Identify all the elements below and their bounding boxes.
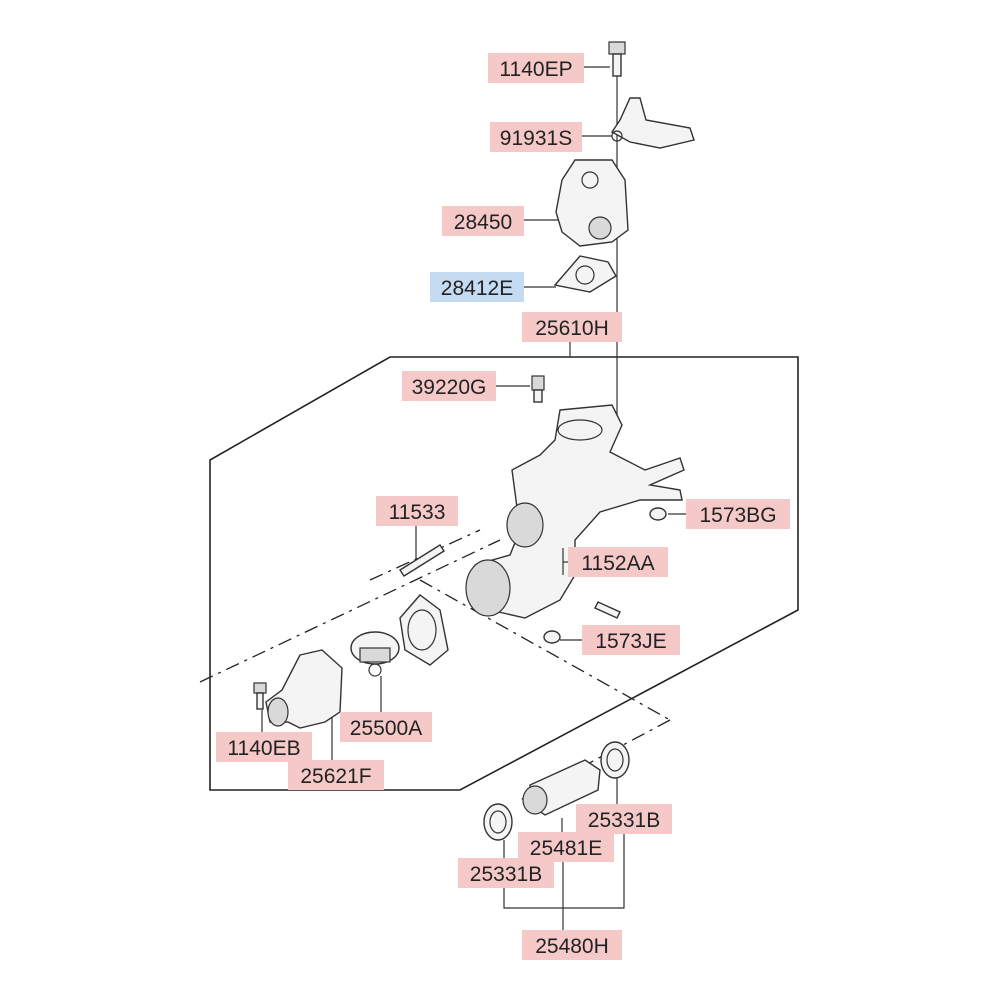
label-bg [522,312,622,342]
label-1152AA[interactable]: 1152AA [568,547,668,577]
label-text: 25331B [588,809,660,832]
label-25481E[interactable]: 25481E [518,832,614,862]
label-bg [340,712,432,742]
housing-28450-icon [555,159,629,247]
fitting-25621F-icon [265,649,343,729]
label-bg [288,760,384,790]
label-bg [576,804,672,834]
label-text: 25481E [530,837,602,860]
thermostat-25500A-icon [350,631,400,677]
label-bg [686,499,790,529]
label-bg [458,858,554,888]
label-25610H[interactable]: 25610H [522,312,622,342]
label-25621F[interactable]: 25621F [288,760,384,790]
gasket-28412E-icon [553,255,617,293]
label-text: 25610H [535,317,609,340]
label-text: 1573JE [595,630,666,653]
leader-25480H-bracket [503,834,625,909]
label-11533[interactable]: 11533 [376,496,458,526]
label-bg [518,832,614,862]
label-28450[interactable]: 28450 [442,206,524,236]
label-text: 1140EB [227,737,300,760]
label-text: 39220G [412,376,487,399]
label-1573JE[interactable]: 1573JE [582,625,680,655]
label-28412E[interactable]: 28412E [430,272,524,302]
label-text: 1152AA [581,552,654,575]
label-text: 91931S [500,127,572,150]
axis-line-1 [199,539,501,683]
label-text: 11533 [389,501,446,524]
label-bg [442,206,524,236]
label-91931S[interactable]: 91931S [490,122,582,152]
label-text: 1140EP [499,58,572,81]
label-25500A[interactable]: 25500A [340,712,432,742]
label-25331B-right[interactable]: 25331B [576,804,672,834]
label-bg [490,122,582,152]
label-bg [402,371,496,401]
label-bg [582,625,680,655]
label-text: 1573BG [699,504,776,527]
label-text: 25480H [535,935,609,958]
label-text: 28450 [454,211,512,234]
sensor-39220G-icon [531,375,545,403]
label-bg [522,930,622,960]
label-25331B-left[interactable]: 25331B [458,858,554,888]
label-text: 28412E [441,277,513,300]
oring-1573JE-icon [543,630,561,644]
label-bg [216,732,312,762]
water-housing-icon [465,404,685,619]
label-bg [430,272,524,302]
hose-25481E-icon [522,759,601,816]
label-39220G[interactable]: 39220G [402,371,496,401]
label-1140EB[interactable]: 1140EB [216,732,312,762]
bolt-1152AA-icon [594,601,621,619]
label-text: 25500A [350,717,422,740]
clamp-left-25331B-icon [483,803,513,841]
label-1573BG[interactable]: 1573BG [686,499,790,529]
housing-gasket-icon [399,594,449,666]
bolt-1140EB-icon [253,682,267,710]
label-text: 25621F [300,765,371,788]
axis-line-2 [419,579,671,721]
label-bg [376,496,458,526]
label-bg [568,547,668,577]
label-bg [488,53,584,83]
label-1140EP[interactable]: 1140EP [488,53,584,83]
oring-1573BG-icon [649,507,667,521]
label-text: 25331B [470,863,542,886]
bolt-1140EP-icon [608,41,626,77]
label-25480H[interactable]: 25480H [522,930,622,960]
bracket-91931S-icon [610,97,695,149]
stud-11533-icon [399,544,445,577]
clamp-right-25331B-icon [600,741,630,779]
